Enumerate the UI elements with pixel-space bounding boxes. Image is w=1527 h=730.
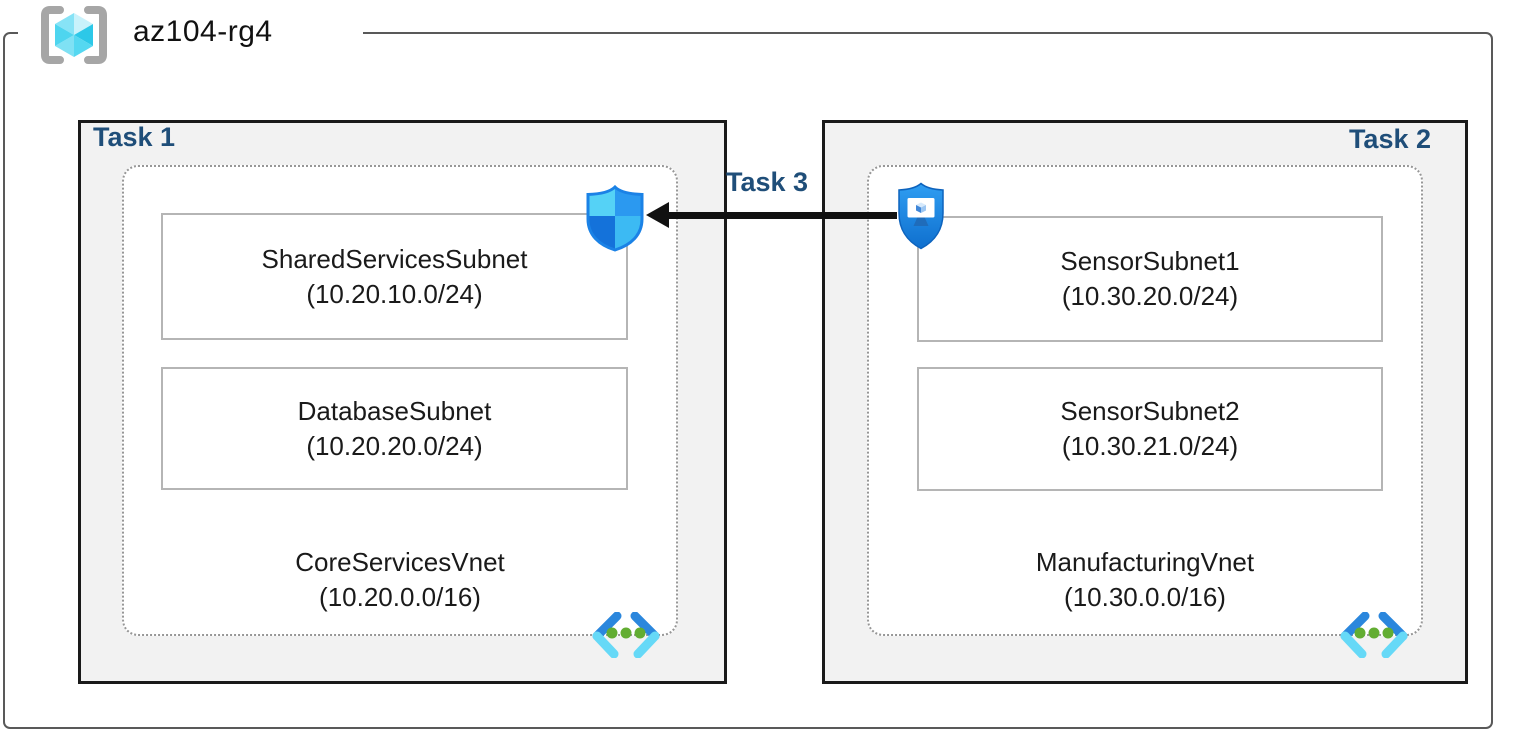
subnet-cidr: (10.30.21.0/24) [1061,431,1239,461]
subnet-name: SharedServicesSubnet [261,243,528,274]
task2-label: Task 2 [1348,124,1431,154]
resource-group-name: az104-rg4 [133,15,273,48]
vnet-name: CoreServicesVnet [295,547,505,577]
subnet-database: DatabaseSubnet (10.20.20.0/24) [161,367,628,490]
subnet-name: SensorSubnet2 [1060,396,1240,426]
subnet-name: SensorSubnet1 [1060,246,1240,276]
subnet-sensor1: SensorSubnet1 (10.30.20.0/24) [917,216,1383,342]
resource-group-border [3,32,1493,729]
vnet-cidr: (10.30.0.0/16) [1064,582,1226,612]
subnet-shared-services: SharedServicesSubnet (10.20.10.0/24) [161,213,628,340]
network-security-group-shield-icon [586,185,644,252]
task3-arrow-line [664,212,897,219]
resource-group-icon [41,6,107,64]
bastion-shield-icon [898,182,944,250]
task3-label: Task 3 [725,167,809,197]
vnet-cidr: (10.20.0.0/16) [319,582,481,612]
vnet1-label: CoreServicesVnet (10.20.0.0/16) [122,545,678,615]
virtual-network-icon [1340,612,1408,658]
task1-label: Task 1 [93,122,176,152]
task3-arrowhead-icon [646,202,669,228]
subnet-name: DatabaseSubnet [297,395,492,426]
vnet2-label: ManufacturingVnet (10.30.0.0/16) [867,545,1423,615]
subnet-cidr: (10.20.10.0/24) [306,278,483,309]
vnet-name: ManufacturingVnet [1035,547,1255,577]
subnet-cidr: (10.30.20.0/24) [1061,281,1239,311]
subnet-sensor2: SensorSubnet2 (10.30.21.0/24) [917,367,1383,491]
subnet-cidr: (10.20.20.0/24) [306,430,483,461]
virtual-network-icon [592,612,660,658]
